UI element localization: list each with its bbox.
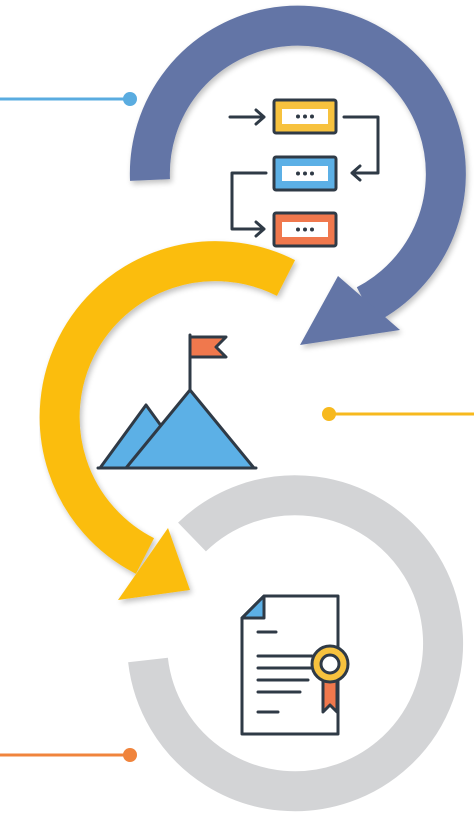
flowchart-icon — [228, 98, 380, 248]
connector-bottom — [0, 748, 137, 762]
certificate-icon — [240, 594, 350, 736]
connector-bottom-dot — [123, 748, 137, 762]
flow-arrow-left — [230, 171, 268, 238]
step-2-arc — [39, 241, 296, 600]
document-fold — [240, 594, 266, 620]
yellow-arrowhead — [118, 528, 190, 600]
connector-top-dot — [123, 92, 137, 106]
blue-arc — [129, 5, 466, 323]
yellow-arc — [39, 241, 296, 574]
flag — [188, 335, 228, 359]
grey-arc — [128, 475, 463, 812]
blue-arrowhead — [300, 276, 400, 345]
step-3-arc — [128, 475, 463, 812]
connector-middle-dot — [322, 407, 336, 421]
connector-top — [0, 92, 137, 106]
flow-arrow-in — [228, 108, 266, 126]
mountain-flag-icon — [96, 333, 258, 470]
flow-arrow-right — [342, 115, 380, 182]
connector-middle — [322, 407, 474, 421]
step-1-arc — [129, 5, 466, 345]
